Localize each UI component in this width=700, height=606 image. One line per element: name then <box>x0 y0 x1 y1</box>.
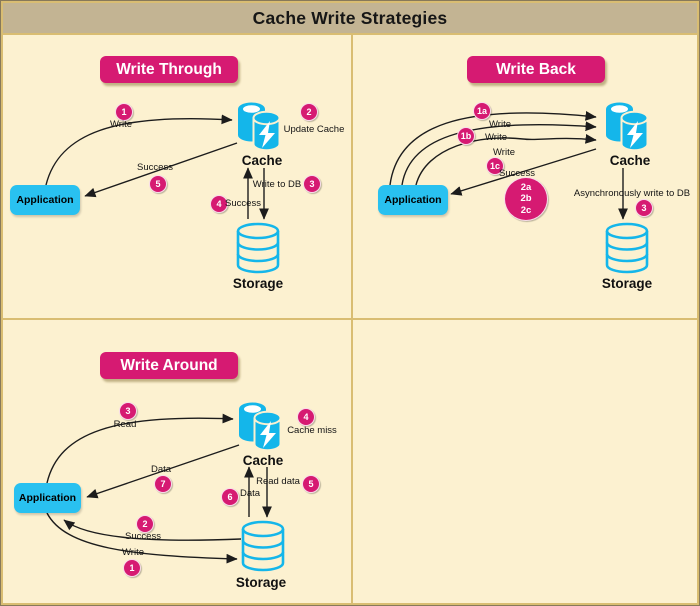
step-label-read-data: Read data <box>256 476 300 487</box>
arrows-layer-write-through <box>45 114 269 220</box>
cache-icon <box>236 100 282 157</box>
step-label-success-4: Success <box>225 198 261 209</box>
step-badge-1: 1 <box>123 559 141 577</box>
step-badge-1a: 1a <box>473 102 491 120</box>
cache-label: Cache <box>609 153 651 168</box>
step-badge-5: 5 <box>149 175 167 193</box>
panel-empty <box>353 320 697 603</box>
step-label-write: Write <box>110 119 132 130</box>
step-badge-2: 2 <box>136 515 154 533</box>
step-label-success: Success <box>499 168 535 179</box>
cache-icon <box>237 400 283 457</box>
step-badge-3: 3 <box>303 175 321 193</box>
step-badge-3: 3 <box>119 402 137 420</box>
step-badge-1: 1 <box>115 103 133 121</box>
cache-label: Cache <box>241 153 283 168</box>
arrow-data-to-app <box>86 444 240 499</box>
step-label-async-write: Asynchronously write to DB <box>573 188 691 199</box>
step-label-success-5: Success <box>137 162 173 173</box>
panel-write-through: Write Through Application Cache <box>3 35 351 318</box>
arrow-success-to-app <box>63 519 242 541</box>
arrow-write-1c <box>415 134 597 186</box>
arrow-write-1b <box>401 121 597 186</box>
panel-write-around: Write Around Application Cache <box>3 320 351 603</box>
step-label-cache-miss: Cache miss <box>287 425 337 436</box>
step-label-data-6: Data <box>239 488 261 499</box>
storage-label: Storage <box>232 276 284 291</box>
step-label-write-to-db: Write to DB <box>252 179 302 190</box>
arrow-write-1a <box>389 111 597 186</box>
step-label-success: Success <box>125 531 161 542</box>
panel-title-write-through: Write Through <box>100 56 238 83</box>
badge-2c: 2c <box>520 204 532 216</box>
arrow-write-to-storage <box>46 512 238 564</box>
application-node: Application <box>378 185 448 215</box>
step-badge-4: 4 <box>210 195 228 213</box>
arrow-write <box>45 114 233 186</box>
step-label-read: Read <box>113 419 137 430</box>
step-badge-1c: 1c <box>486 157 504 175</box>
step-label-write: Write <box>122 547 144 558</box>
step-badge-6: 6 <box>221 488 239 506</box>
step-badge-5: 5 <box>302 475 320 493</box>
step-badge-7: 7 <box>154 475 172 493</box>
step-badge-3: 3 <box>635 199 653 217</box>
step-badge-4: 4 <box>297 408 315 426</box>
step-badge-1b: 1b <box>457 127 475 145</box>
badge-2b: 2b <box>520 193 532 205</box>
storage-label: Storage <box>601 276 653 291</box>
arrow-success-to-app <box>84 142 238 198</box>
cache-label: Cache <box>242 453 284 468</box>
storage-icon <box>605 222 649 279</box>
storage-icon <box>241 520 285 577</box>
page-title: Cache Write Strategies <box>3 3 697 33</box>
step-label-data-7: Data <box>150 464 172 475</box>
badge-2a: 2a <box>520 181 532 193</box>
step-badge-2abc: 2a 2b 2c <box>504 177 548 221</box>
panel-title-write-around: Write Around <box>100 352 238 379</box>
arrows-layer-write-around <box>46 413 272 564</box>
panels-grid: Write Through Application Cache <box>3 35 697 603</box>
step-label-write-1c: Write <box>493 147 515 158</box>
step-label-update-cache: Update Cache <box>283 124 345 135</box>
cache-icon <box>604 100 650 157</box>
arrows-layer-write-back <box>389 111 628 220</box>
storage-icon <box>236 222 280 279</box>
step-label-write-1b: Write <box>485 132 507 143</box>
arrow-success-to-app <box>450 148 597 196</box>
application-node: Application <box>14 483 81 513</box>
arrow-read <box>46 413 234 484</box>
step-badge-2: 2 <box>300 103 318 121</box>
panel-title-write-back: Write Back <box>467 56 605 83</box>
application-node: Application <box>10 185 80 215</box>
step-label-write-1a: Write <box>489 119 511 130</box>
panel-write-back: Write Back Application Cache <box>353 35 697 318</box>
storage-label: Storage <box>235 575 287 590</box>
